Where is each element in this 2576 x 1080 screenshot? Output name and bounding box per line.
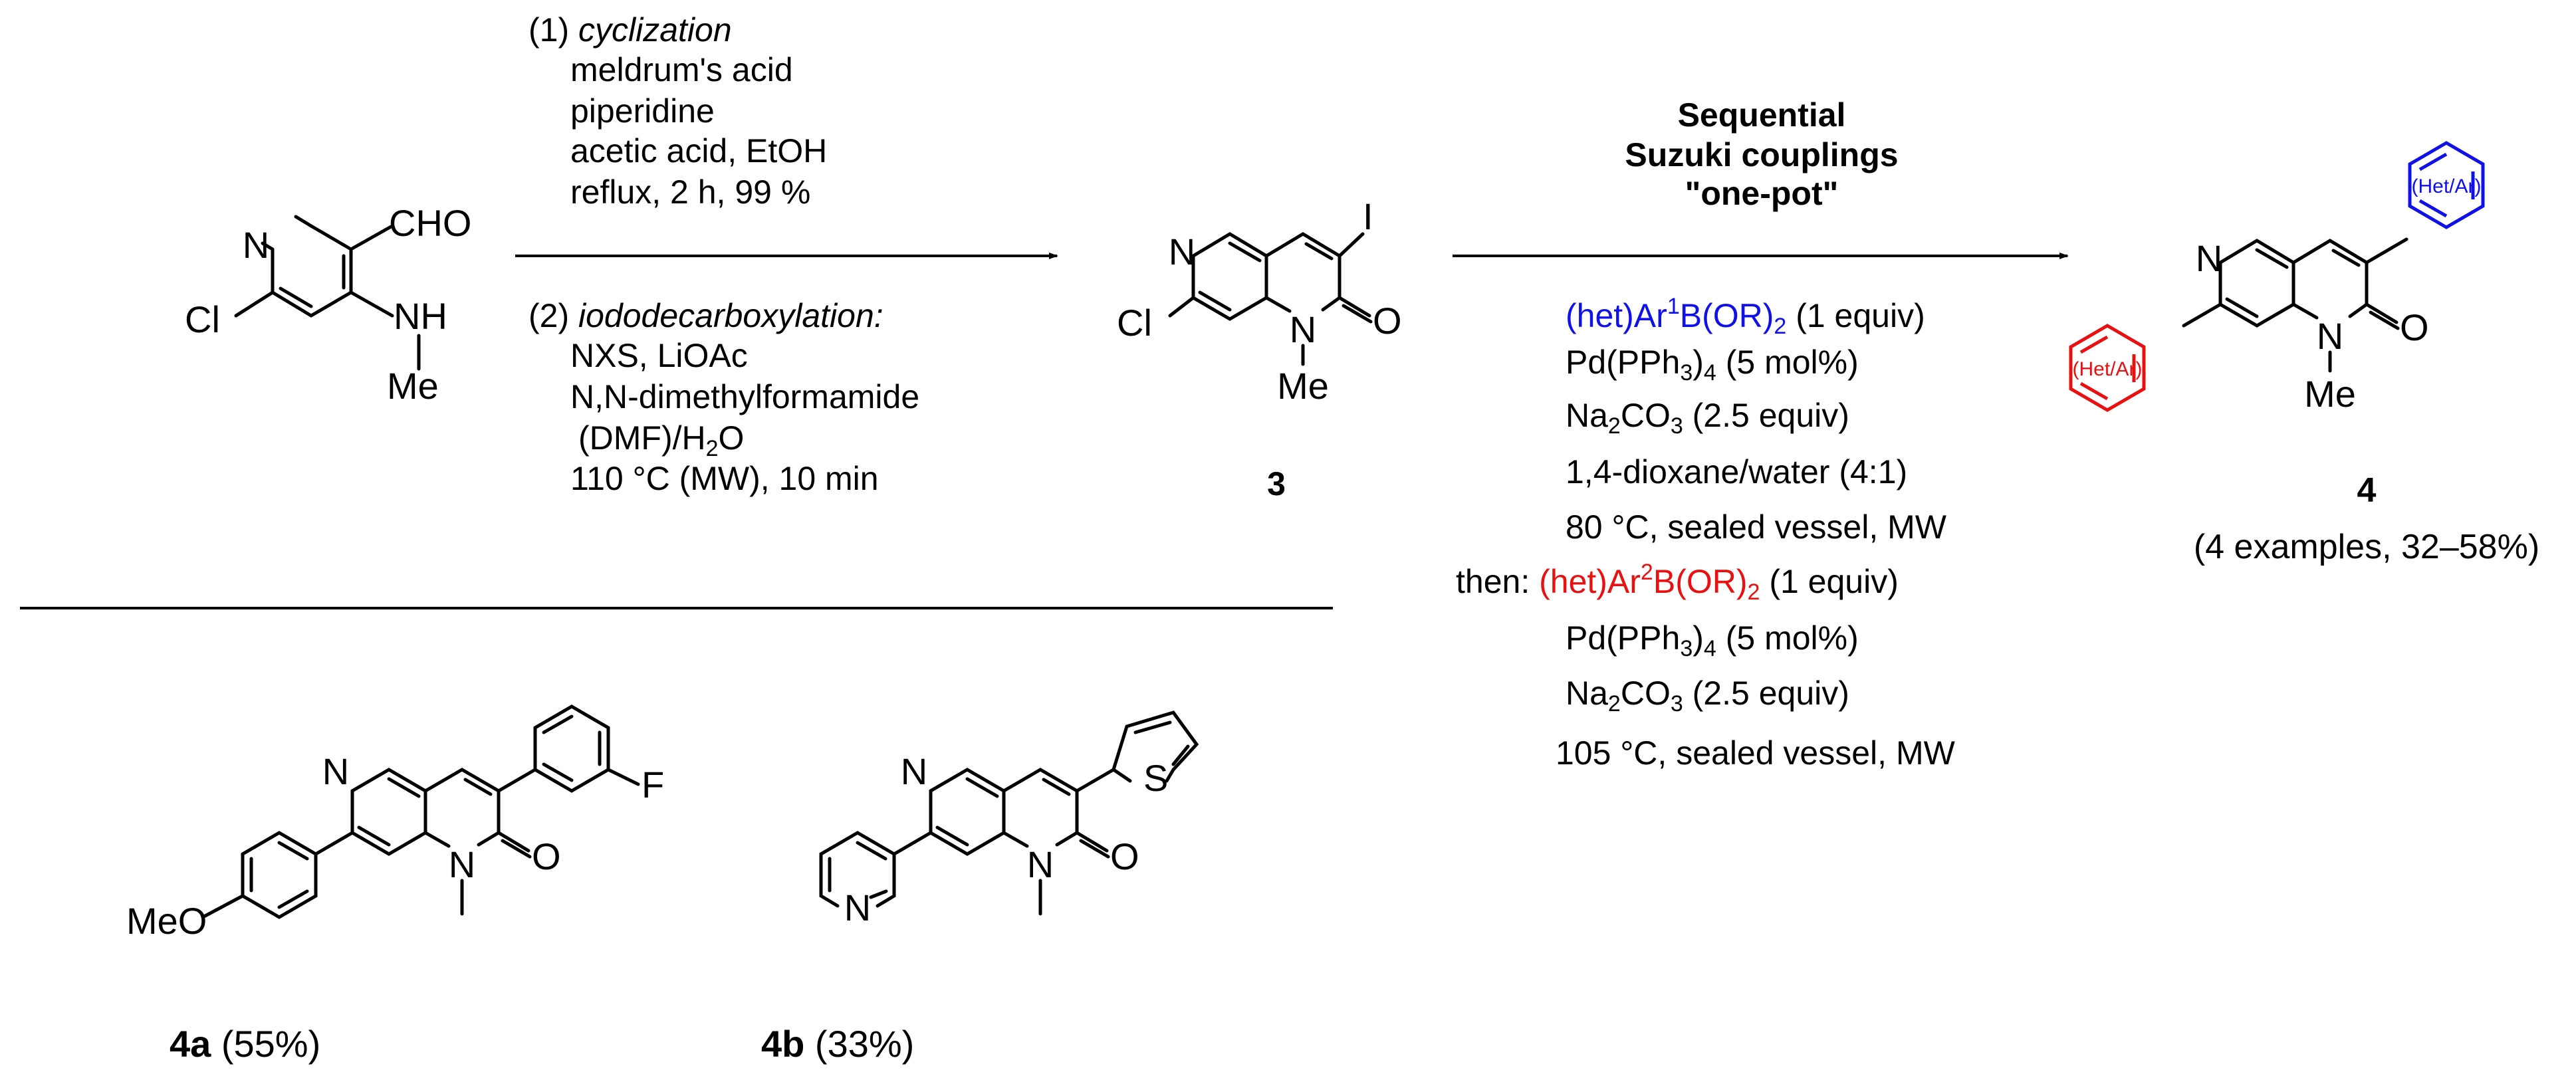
atom-n-3b: N: [1290, 308, 1316, 350]
het-ar-ring-1: [2408, 141, 2485, 229]
step2-base1: Na2CO3 (2.5 equiv): [1566, 397, 1849, 439]
compound-3-structure: [1168, 232, 1373, 366]
step2-title3: "one-pot": [1685, 175, 1839, 212]
step2-title2: Suzuki couplings: [1625, 136, 1899, 173]
atom-n-sm: N: [243, 224, 269, 266]
atom-n-4b: N: [2317, 315, 2343, 357]
atom-n-4b-amide: N: [1027, 843, 1054, 885]
compound-4b-label: 4b (33%): [761, 1023, 914, 1065]
step2-reagent2: then: (het)Ar2B(OR)2 (1 equiv): [1456, 560, 1899, 605]
atom-o-4b: O: [1110, 835, 1139, 877]
compound-4-label: 4: [2357, 471, 2377, 510]
step2-title1: Sequential: [1677, 96, 1846, 134]
compound-3-label: 3: [1267, 465, 1286, 502]
step1-line6: (2) iododecarboxylation:: [528, 297, 883, 334]
atom-me-4: Me: [2304, 373, 2356, 415]
compound-4a-id: 4a: [170, 1023, 211, 1065]
step2-reagent1: (het)Ar1B(OR)2 (1 equiv): [1566, 294, 1925, 339]
step2-base2: Na2CO3 (2.5 equiv): [1566, 675, 1849, 716]
compound-4b-structure: [819, 710, 1199, 916]
atom-o-3: O: [1373, 300, 1402, 342]
atom-cl-3: Cl: [1117, 302, 1152, 344]
atom-me-3: Me: [1277, 365, 1329, 407]
atom-meo-4a: MeO: [126, 900, 207, 942]
compound-4-note: (4 examples, 32–58%): [2194, 528, 2539, 566]
step1-line10: 110 °C (MW), 10 min: [570, 460, 879, 497]
atom-cl-sm: Cl: [185, 298, 220, 340]
atom-n-4a-amide: N: [449, 843, 475, 885]
starting-material-structure: [234, 215, 421, 371]
atom-n-4b-ring: N: [901, 750, 927, 792]
atom-n-4b-pyr: N: [844, 887, 871, 928]
atom-o-4a: O: [532, 835, 561, 877]
compound-4a-yield: (55%): [211, 1023, 320, 1065]
atom-me-sm: Me: [387, 365, 439, 407]
atom-cho: CHO: [389, 202, 471, 244]
het-ar-ring-2: [2069, 324, 2146, 412]
compound-4a-structure: [201, 704, 640, 919]
compound-4b-yield: (33%): [804, 1023, 914, 1065]
step1-line1: (1) cyclization: [528, 11, 732, 49]
atom-n-4a-ring: N: [322, 750, 349, 792]
het-ar-label-2: (Het/Ar): [2073, 358, 2143, 380]
step2-solvent: 1,4-dioxane/water (4:1): [1566, 453, 1908, 490]
het-ar-label-1: (Het/Ar): [2412, 175, 2482, 197]
atom-n-3a: N: [1169, 231, 1195, 272]
atom-i-3: I: [1363, 195, 1373, 237]
step1-line2: meldrum's acid: [570, 51, 793, 88]
compound-4a-label: 4a (55%): [170, 1023, 320, 1065]
step1-line4: acetic acid, EtOH: [570, 132, 828, 169]
step2-catalyst1: Pd(PPh3)4 (5 mol%): [1566, 344, 1859, 385]
atom-s-4b: S: [1143, 757, 1168, 799]
step1-line3: piperidine: [570, 92, 715, 130]
step1-line8: N,N-dimethylformamide: [570, 378, 920, 415]
step1-line9: (DMF)/H2O: [578, 419, 745, 461]
step2-catalyst2: Pd(PPh3)4 (5 mol%): [1566, 619, 1859, 661]
step2-temp1: 80 °C, sealed vessel, MW: [1566, 508, 1946, 546]
atom-f-4a: F: [642, 764, 664, 806]
step1-line5: reflux, 2 h, 99 %: [570, 173, 811, 211]
step2-temp2: 105 °C, sealed vessel, MW: [1556, 734, 1955, 772]
step1-line7: NXS, LiOAc: [570, 337, 748, 374]
compound-4-structure: [2182, 237, 2408, 373]
compound-4b-id: 4b: [761, 1023, 804, 1065]
atom-n-4a: N: [2196, 237, 2222, 279]
atom-nh: NH: [394, 295, 447, 337]
atom-o-4: O: [2400, 306, 2429, 348]
